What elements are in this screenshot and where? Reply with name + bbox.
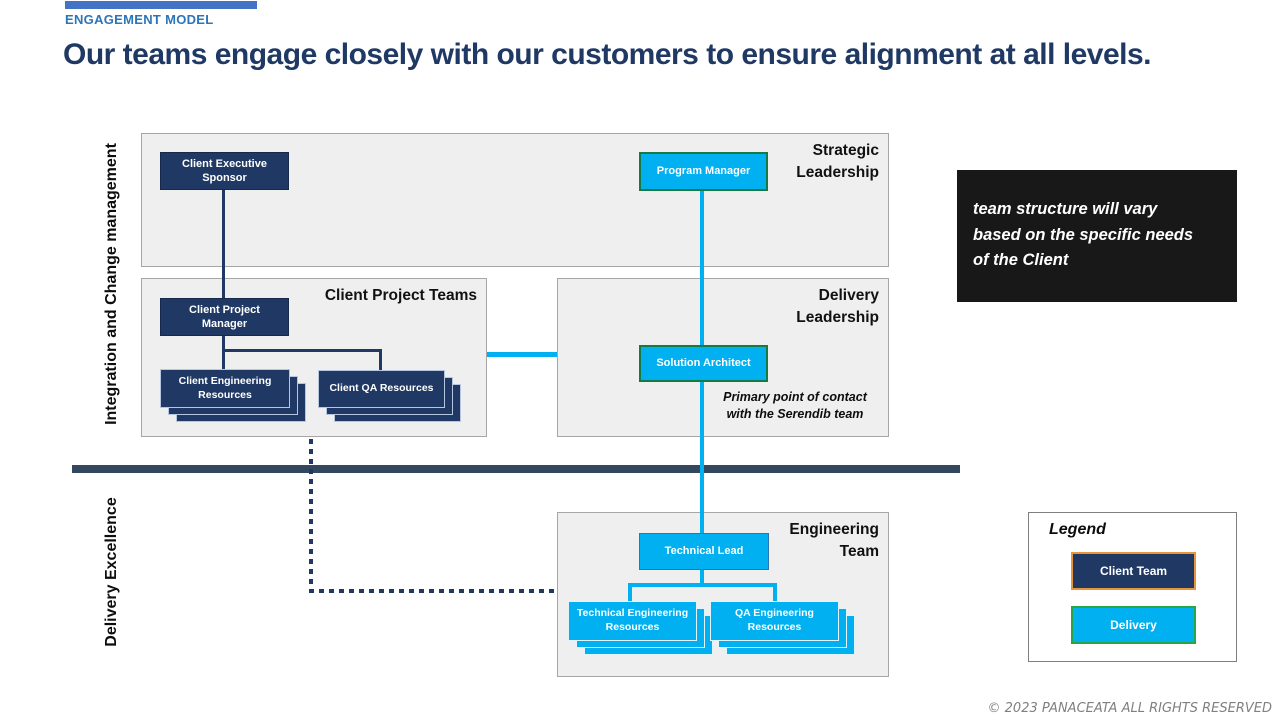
role-label: Technical Lead bbox=[664, 545, 744, 558]
role-label: Technical Engineering Resources bbox=[576, 607, 689, 633]
group-label-engineering-team: Engineering Team bbox=[789, 521, 879, 560]
stack-front: Client QA Resources bbox=[318, 370, 445, 408]
connector-dotted-client-to-engineering-vertical bbox=[309, 439, 313, 593]
stack-front: Technical Engineering Resources bbox=[568, 601, 697, 641]
group-label-delivery-leadership: Delivery Leadership bbox=[796, 287, 879, 326]
role-program-manager: Program Manager bbox=[639, 152, 768, 191]
connector-branch-to-qa-resources bbox=[379, 349, 382, 370]
role-label: Solution Architect bbox=[656, 357, 751, 370]
role-label: Program Manager bbox=[656, 165, 751, 178]
group-delivery-leadership: Delivery Leadership Primary point of con… bbox=[557, 278, 889, 437]
role-qa-engineering-resources: QA Engineering Resources bbox=[710, 601, 855, 655]
stack-front: Client Engineering Resources bbox=[160, 369, 290, 408]
header-accent-bar bbox=[65, 1, 257, 9]
connector-dotted-client-to-engineering-horizontal bbox=[309, 589, 558, 593]
role-solution-architect: Solution Architect bbox=[639, 345, 768, 382]
swimlane-divider bbox=[72, 465, 960, 473]
connector-branch-to-qa-engineering bbox=[773, 583, 777, 601]
page-title: Our teams engage closely with our custom… bbox=[63, 38, 1152, 71]
role-technical-lead: Technical Lead bbox=[639, 533, 769, 570]
group-label-client-project-teams: Client Project Teams bbox=[324, 287, 477, 304]
role-label: Client QA Resources bbox=[329, 382, 434, 395]
role-label: QA Engineering Resources bbox=[735, 607, 814, 633]
connector-client-teams-to-delivery-leadership bbox=[487, 352, 557, 357]
role-label: Client Project Manager bbox=[189, 303, 260, 330]
connector-pm-branch-horizontal bbox=[222, 349, 382, 352]
role-client-project-manager: Client Project Manager bbox=[160, 298, 289, 336]
stack-front: QA Engineering Resources bbox=[710, 601, 839, 641]
role-label: Client Executive Sponsor bbox=[182, 157, 267, 184]
role-client-engineering-resources: Client Engineering Resources bbox=[160, 369, 306, 422]
legend-label: Delivery bbox=[1110, 618, 1157, 632]
connector-branch-to-technical-resources bbox=[628, 583, 632, 601]
role-technical-engineering-resources: Technical Engineering Resources bbox=[568, 601, 713, 655]
role-label: Client Engineering Resources bbox=[178, 374, 272, 401]
callout-team-structure: team structure will vary based on the sp… bbox=[957, 170, 1237, 302]
copyright-footer: © 2023 PANACEATA ALL RIGHTS RESERVED bbox=[987, 701, 1272, 716]
connector-sponsor-to-project-manager bbox=[222, 190, 225, 298]
legend: Legend Client Team Delivery bbox=[1028, 512, 1237, 662]
role-client-qa-resources: Client QA Resources bbox=[318, 370, 462, 422]
side-label-integration-change: Integration and Change management bbox=[103, 143, 120, 425]
group-label-strategic-leadership: Strategic Leadership bbox=[796, 142, 879, 181]
legend-swatch-client-team: Client Team bbox=[1071, 552, 1196, 590]
legend-swatch-delivery: Delivery bbox=[1071, 606, 1196, 644]
connector-engineering-branch-horizontal bbox=[628, 583, 777, 587]
primary-contact-note: Primary point of contact with the Serend… bbox=[723, 390, 867, 421]
connector-technical-lead-down bbox=[700, 569, 704, 585]
role-client-executive-sponsor: Client Executive Sponsor bbox=[160, 152, 289, 190]
legend-title: Legend bbox=[1049, 521, 1106, 538]
legend-label: Client Team bbox=[1099, 564, 1168, 578]
side-label-delivery-excellence: Delivery Excellence bbox=[103, 497, 120, 647]
section-eyebrow: ENGAGEMENT MODEL bbox=[65, 12, 214, 27]
connector-pm-to-engineering-resources bbox=[222, 336, 225, 369]
